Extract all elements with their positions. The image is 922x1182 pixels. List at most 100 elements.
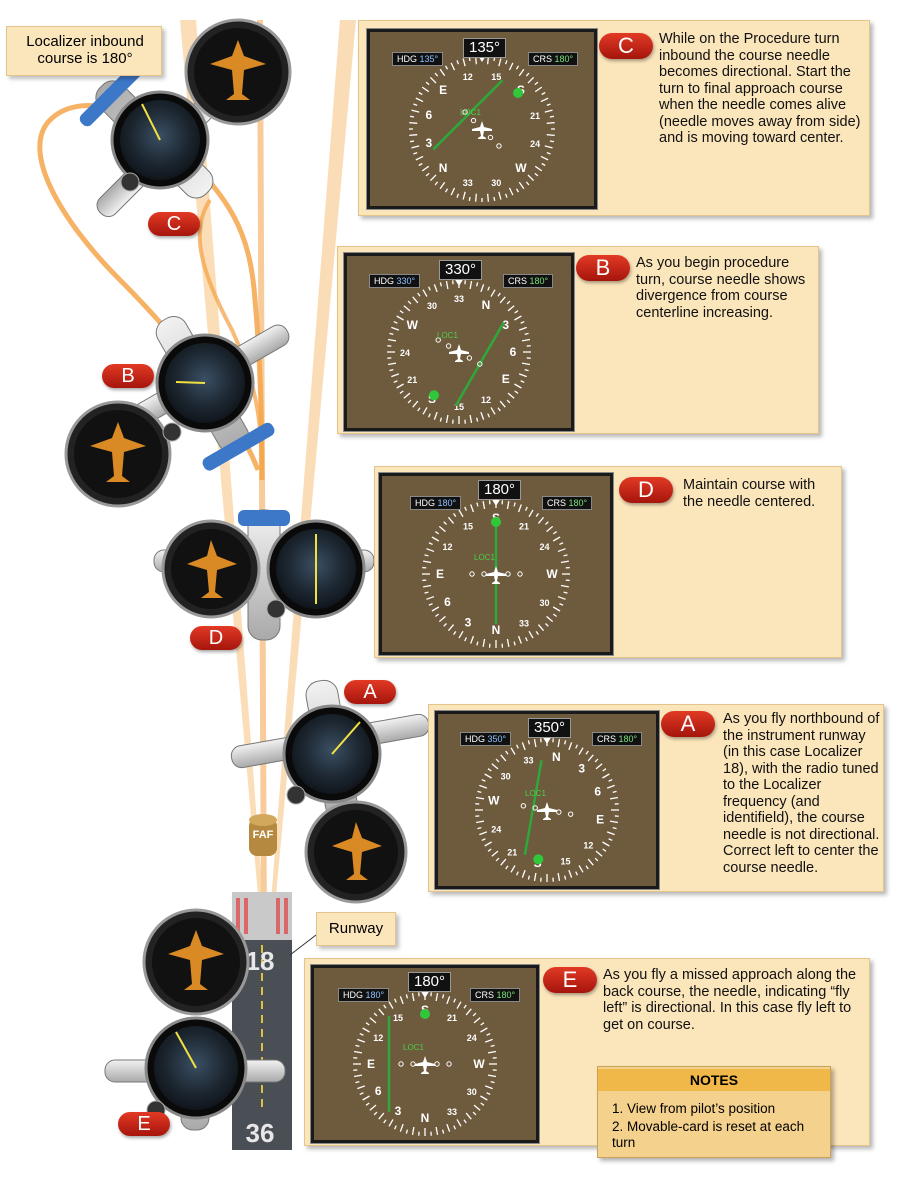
compass-tick xyxy=(480,284,485,293)
compass-tick xyxy=(433,284,438,293)
deviation-dot xyxy=(462,109,468,115)
compass-tick xyxy=(429,174,437,182)
compass-label: 21 xyxy=(519,522,529,532)
course-needle xyxy=(432,79,504,151)
compass-tick xyxy=(498,58,502,67)
compass-tick xyxy=(441,994,445,999)
compass-tick xyxy=(514,310,519,314)
deviation-dot xyxy=(505,571,511,577)
compass-tick xyxy=(426,548,435,553)
compass-tick xyxy=(393,998,397,1003)
compass-tick xyxy=(497,407,501,412)
loc-label: LOC1 xyxy=(525,789,546,798)
compass-tick xyxy=(383,1119,387,1124)
compass-tick xyxy=(465,1008,472,1016)
course-arrow xyxy=(420,1009,430,1019)
compass-tick xyxy=(369,1104,377,1111)
crs-readout-a: CRS 180° xyxy=(592,732,643,746)
step-tag-d: D xyxy=(619,477,673,503)
compass-tick xyxy=(472,1111,477,1116)
compass-label: 33 xyxy=(454,294,464,304)
compass-tick xyxy=(487,848,492,852)
faf-marker xyxy=(249,814,277,856)
compass-label: E xyxy=(439,83,447,97)
compass-tick xyxy=(513,641,516,646)
compass-tick xyxy=(612,790,617,794)
crs-value: 180° xyxy=(618,734,638,744)
callout-a: A As you fly northbound of the instrumen… xyxy=(428,704,884,892)
compass-label: 24 xyxy=(539,542,549,552)
compass-tick xyxy=(389,332,394,336)
faf-label: FAF xyxy=(253,829,274,841)
compass-label: 30 xyxy=(501,771,511,781)
compass-tick xyxy=(475,796,485,800)
compass-tick xyxy=(468,196,471,202)
plane-tag-e: E xyxy=(118,1112,170,1136)
compass-tick xyxy=(541,91,546,96)
compass-label: 24 xyxy=(491,824,501,834)
compass-tick xyxy=(527,174,535,182)
compass-tick xyxy=(587,754,594,762)
compass-tick xyxy=(484,1085,493,1090)
compass-tick xyxy=(475,417,479,422)
vor-indicator-b xyxy=(155,333,255,433)
heading-box-e: 180° xyxy=(408,972,452,992)
deviation-dot xyxy=(487,134,494,141)
step-tag-b: B xyxy=(576,255,630,281)
deviation-dot xyxy=(398,1061,404,1067)
compass-label: 33 xyxy=(519,618,529,628)
compass-label: 24 xyxy=(400,348,410,358)
compass-tick xyxy=(417,292,421,297)
deviation-dot xyxy=(556,809,562,815)
compass-tick xyxy=(521,362,531,366)
compass-tick xyxy=(458,509,464,518)
compass-tick xyxy=(510,747,516,755)
compass-tick xyxy=(431,606,440,612)
compass-tick xyxy=(563,875,567,880)
hdg-label: HDG xyxy=(415,498,435,508)
compass-tick xyxy=(487,286,491,291)
compass-tick xyxy=(533,872,537,882)
compass-tick xyxy=(546,615,554,623)
compass-tick xyxy=(456,1119,462,1127)
step-tag-e: E xyxy=(543,967,597,993)
compass-tick xyxy=(424,554,429,557)
compass-tick xyxy=(606,784,615,789)
notes-box: NOTES 1. View from pilot’s position 2. M… xyxy=(597,1066,831,1158)
hdg-value: 330° xyxy=(396,276,416,286)
compass-tick xyxy=(505,865,509,870)
compass-tick xyxy=(411,1126,415,1136)
compass-tick xyxy=(438,525,446,533)
compass-label: N xyxy=(552,750,561,764)
compass-tick xyxy=(520,320,525,324)
compass-tick xyxy=(444,65,449,70)
compass-tick xyxy=(557,872,561,882)
compass-tick xyxy=(546,103,551,107)
deviation-dot xyxy=(470,117,477,124)
compass-tick xyxy=(373,1012,378,1017)
hdg-readout-b: HDG 330° xyxy=(369,274,421,288)
compass-tick xyxy=(559,542,564,546)
compass-tick xyxy=(546,134,555,137)
compass-tick xyxy=(602,848,607,852)
compass-tick xyxy=(355,1044,360,1048)
compass-tick xyxy=(560,584,569,588)
compass-tick xyxy=(412,296,419,304)
compass-label: 3 xyxy=(426,136,433,150)
compass-tick xyxy=(463,1004,467,1009)
vor-indicator-c xyxy=(110,90,210,190)
compass-tick xyxy=(418,162,423,167)
compass-tick xyxy=(480,411,485,420)
compass-tick xyxy=(497,292,501,297)
compass-tick xyxy=(411,992,415,1002)
compass-tick xyxy=(499,296,506,304)
compass-tick xyxy=(521,338,531,342)
compass-tick xyxy=(472,1012,477,1017)
compass-tick xyxy=(602,773,610,779)
compass-label: W xyxy=(488,794,500,808)
crs-value: 180° xyxy=(554,54,574,64)
compass-tick xyxy=(409,121,418,124)
compass-label: W xyxy=(515,161,527,175)
compass-label: 15 xyxy=(454,402,464,412)
compass-tick xyxy=(490,407,496,415)
